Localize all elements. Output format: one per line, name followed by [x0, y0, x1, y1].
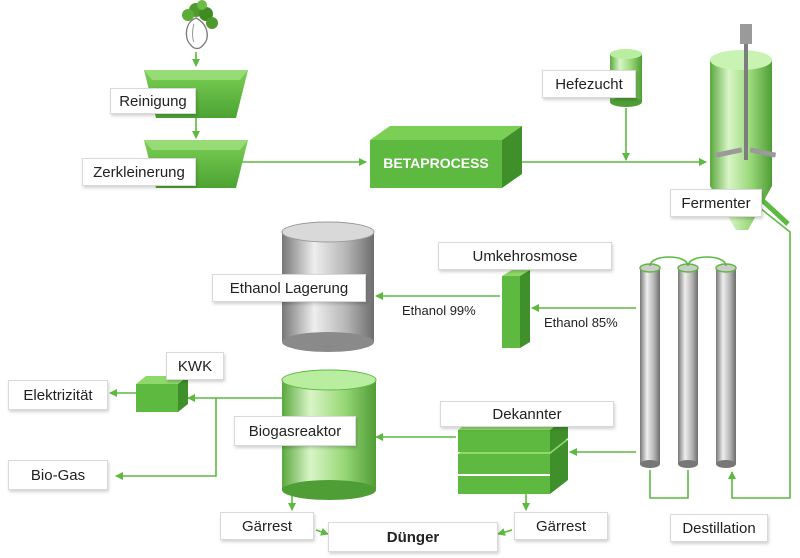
- ethanol-85-label: Ethanol 85%: [544, 315, 618, 330]
- betaprocess-label: BETAPROCESS: [383, 155, 489, 171]
- flow-lines: [109, 52, 791, 536]
- betaprocess-box: [370, 126, 522, 188]
- destillation-columns: [639, 256, 737, 468]
- gaerrest-left-label: Gärrest: [220, 512, 314, 540]
- umkehrosmose-label: Umkehrosmose: [438, 242, 612, 270]
- kwk-label: KWK: [166, 352, 224, 380]
- sugar-beet-icon: [182, 0, 218, 50]
- ethanol-lagerung-label: Ethanol Lagerung: [212, 274, 366, 302]
- umkehrosmose-membrane: [502, 270, 530, 348]
- kwk-box: [136, 376, 188, 412]
- zerkleinerung-label: Zerkleinerung: [82, 158, 196, 186]
- fermenter-tank: [710, 24, 790, 230]
- destillation-label: Destillation: [670, 514, 768, 542]
- reinigung-label: Reinigung: [110, 88, 196, 114]
- dekannter-unit: [458, 416, 568, 494]
- duenger-label: Dünger: [328, 522, 498, 552]
- gaerrest-right-label: Gärrest: [514, 512, 608, 540]
- hefezucht-label: Hefezucht: [542, 70, 636, 98]
- bio-gas-label: Bio-Gas: [8, 460, 108, 490]
- elektrizitaet-label: Elektrizität: [8, 380, 108, 410]
- biogasreaktor-label: Biogasreaktor: [234, 416, 356, 446]
- ethanol-99-label: Ethanol 99%: [402, 303, 476, 318]
- dekannter-label: Dekannter: [440, 401, 614, 427]
- fermenter-label: Fermenter: [670, 189, 762, 217]
